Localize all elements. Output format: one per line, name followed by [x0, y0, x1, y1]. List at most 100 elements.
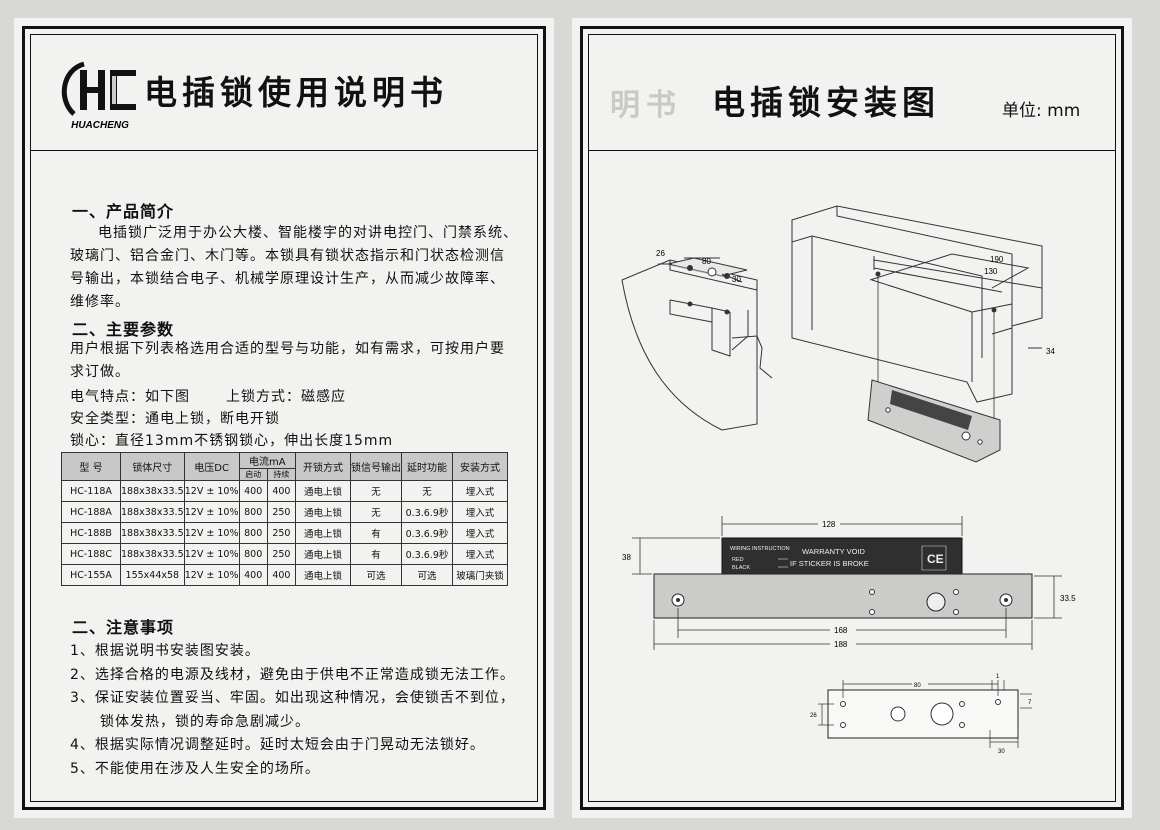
table-cell: 通电上锁: [295, 522, 351, 544]
table-header: 型 号: [61, 452, 121, 481]
table-cell: 800: [238, 543, 268, 565]
page-title: 电插锁使用说明书: [144, 73, 448, 112]
manual-page-left: HUACHENG 电插锁使用说明书 一、产品简介 电插锁广泛用于办公大楼、智能楼…: [14, 18, 554, 818]
table-cell: 通电上锁: [295, 564, 351, 586]
door-frame-drawing: [791, 205, 1043, 403]
manual-page-right: 明书 电插锁安装图 单位: mm 26 80 30: [572, 18, 1132, 818]
table-cell: 无: [401, 480, 453, 502]
list-item: 5、不能使用在涉及人生安全的场所。: [70, 760, 320, 777]
table-cell: 800: [238, 501, 268, 523]
lock-front-view: [653, 537, 1033, 619]
table-cell: 通电上锁: [295, 480, 351, 502]
table-subheader: 持续: [266, 468, 297, 481]
table-cell: 12V ± 10%: [183, 522, 240, 544]
sticker-wiring: WIRING INSTRUCTION: [730, 546, 790, 552]
table-cell: 800: [238, 522, 268, 544]
page-header-band: [30, 34, 538, 151]
huacheng-logo: HUACHENG: [61, 61, 136, 131]
table-cell: 188x38x33.5: [120, 501, 185, 523]
table-cell: 通电上锁: [295, 543, 351, 565]
unit-label: 单位: mm: [1002, 101, 1081, 121]
table-cell: 155x44x58: [120, 564, 185, 586]
table-cell: 12V ± 10%: [183, 543, 240, 565]
table-header: 安装方式: [452, 452, 508, 481]
paragraph-line: 求订做。: [70, 364, 130, 380]
table-cell: 400: [238, 480, 268, 502]
table-cell: 12V ± 10%: [183, 564, 240, 586]
paragraph-line: 号输出，本锁结合电子、机械学原理设计生产，从而减少故障率、: [70, 271, 505, 287]
dim-label: 30: [732, 275, 741, 284]
dim-label: 80: [702, 257, 711, 266]
electrical-feature: 电气特点：如下图: [70, 389, 190, 405]
dim-label: 34: [1046, 347, 1055, 356]
table-cell: HC-118A: [61, 480, 121, 502]
table-cell: 400: [238, 564, 268, 586]
door-leaf-drawing: [621, 257, 773, 431]
table-cell: 通电上锁: [295, 501, 351, 523]
table-cell: 可选: [350, 564, 402, 586]
dim-label: 26: [810, 713, 817, 719]
page-inner-border: [30, 34, 538, 802]
table-cell: 0.3.6.9秒: [401, 501, 453, 523]
table-cell: 无: [350, 480, 402, 502]
table-cell: 250: [266, 522, 297, 544]
intro-paragraph: 电插锁广泛用于办公大楼、智能楼宇的对讲电控门、门禁系统、 玻璃门、铝合金门、木门…: [70, 222, 518, 314]
dim-label: 30: [998, 749, 1005, 755]
table-cell: 埋入式: [452, 480, 508, 502]
installation-drawing: 26 80 30 190 130 34: [621, 205, 1076, 755]
list-item: 1、根据说明书安装图安装。: [70, 643, 260, 659]
lock-mode: 上锁方式：磁感应: [226, 389, 346, 405]
table-header: 开锁方式: [295, 452, 351, 481]
table-cell: 400: [266, 480, 297, 502]
spec-table: 型 号 锁体尺寸 电压DC 电流mA 开锁方式 锁信号输出 延时功能 安装方式 …: [61, 452, 508, 586]
logo-wordmark: HUACHENG: [71, 120, 129, 131]
paragraph-line: 玻璃门、铝合金门、木门等。本锁具有锁状态指示和门状态检测信: [70, 248, 505, 264]
paragraph-line: 维修率。: [70, 294, 130, 310]
table-cell: 188x38x33.5: [120, 522, 185, 544]
dim-label: 188: [834, 640, 848, 649]
table-cell: HC-188A: [61, 501, 121, 523]
table-cell: 12V ± 10%: [183, 501, 240, 523]
table-header: 电压DC: [183, 452, 240, 481]
table-cell: 有: [350, 543, 402, 565]
table-header: 锁体尺寸: [120, 452, 185, 481]
dim-label: 80: [914, 683, 921, 689]
table-cell: 12V ± 10%: [183, 480, 240, 502]
params-paragraph: 用户根据下列表格选用合适的型号与功能，如有需求，可按用户要 求订做。: [70, 338, 505, 384]
front-dimension-lines: [632, 516, 1062, 650]
notes-list: 1、根据说明书安装图安装。 2、选择合格的电源及线材，避免由于供电不正常造成锁无…: [70, 640, 515, 781]
table-cell: 埋入式: [452, 543, 508, 565]
lock-core: 锁心：直径13mm不锈钢锁心，伸出长度15mm: [70, 433, 394, 449]
paragraph-line: 用户根据下列表格选用合适的型号与功能，如有需求，可按用户要: [70, 341, 505, 357]
table-cell: 188x38x33.5: [120, 543, 185, 565]
section-heading-params: 二、主要参数: [72, 320, 175, 339]
ce-mark: CE: [927, 552, 944, 566]
show-through-title: 明书: [610, 88, 682, 123]
dim-label: 190: [990, 255, 1004, 264]
list-item: 2、选择合格的电源及线材，避免由于供电不正常造成锁无法工作。: [70, 666, 515, 683]
table-cell: 玻璃门夹锁: [452, 564, 508, 586]
table-cell: 无: [350, 501, 402, 523]
dim-label: 33.5: [1060, 594, 1076, 603]
table-cell: 250: [266, 543, 297, 565]
page-inner-border: [588, 34, 1116, 802]
sticker-black: BLACK: [732, 565, 750, 571]
dim-label: 128: [822, 520, 836, 529]
dim-label: 38: [622, 553, 631, 562]
plate-dimension-lines: [818, 680, 1032, 748]
sticker-red: RED: [732, 557, 744, 563]
table-cell: 埋入式: [452, 522, 508, 544]
section-heading-notes: 二、注意事项: [72, 618, 175, 637]
dim-label: 26: [656, 249, 665, 258]
dim-label: 130: [984, 267, 998, 276]
lock-body-perspective: [867, 379, 1001, 463]
dim-label: 7: [1028, 700, 1032, 706]
table-cell: HC-155A: [61, 564, 121, 586]
table-cell: 0.3.6.9秒: [401, 522, 453, 544]
list-item: 3、保证安装位置妥当、牢固。如出现这种情况，会使锁舌不到位，: [70, 690, 515, 706]
safety-type: 安全类型：通电上锁，断电开锁: [70, 411, 280, 427]
